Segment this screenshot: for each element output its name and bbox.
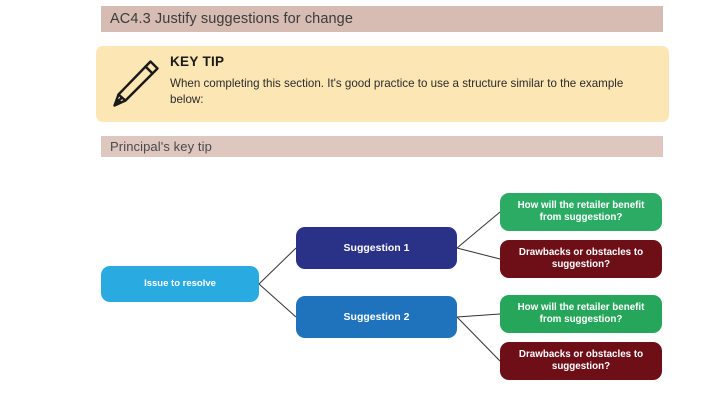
node-issue-to-resolve[interactable]: Issue to resolve (101, 266, 259, 302)
pencil-icon (105, 55, 163, 115)
node-suggestion-2[interactable]: Suggestion 2 (296, 296, 457, 338)
node-benefit-1[interactable]: How will the retailer benefit from sugge… (500, 193, 662, 231)
node-drawback-1[interactable]: Drawbacks or obstacles to suggestion? (500, 240, 662, 278)
section-title-band: AC4.3 Justify suggestions for change (101, 6, 663, 32)
node-benefit-2[interactable]: How will the retailer benefit from sugge… (500, 295, 662, 333)
page-title: AC4.3 Justify suggestions for change (110, 11, 353, 27)
key-tip-title: KEY TIP (170, 54, 225, 69)
key-tip-callout: KEY TIP When completing this section. It… (96, 46, 669, 122)
principals-key-tip-band: Principal's key tip (101, 136, 663, 157)
suggestion-flow-diagram (0, 170, 720, 405)
key-tip-text: When completing this section. It's good … (170, 77, 624, 107)
node-drawback-2[interactable]: Drawbacks or obstacles to suggestion? (500, 342, 662, 380)
key-tip-body: KEY TIP When completing this section. It… (170, 54, 647, 109)
diagram-connectors (258, 211, 501, 362)
principals-key-tip-label: Principal's key tip (110, 139, 212, 154)
node-suggestion-1[interactable]: Suggestion 1 (296, 227, 457, 269)
